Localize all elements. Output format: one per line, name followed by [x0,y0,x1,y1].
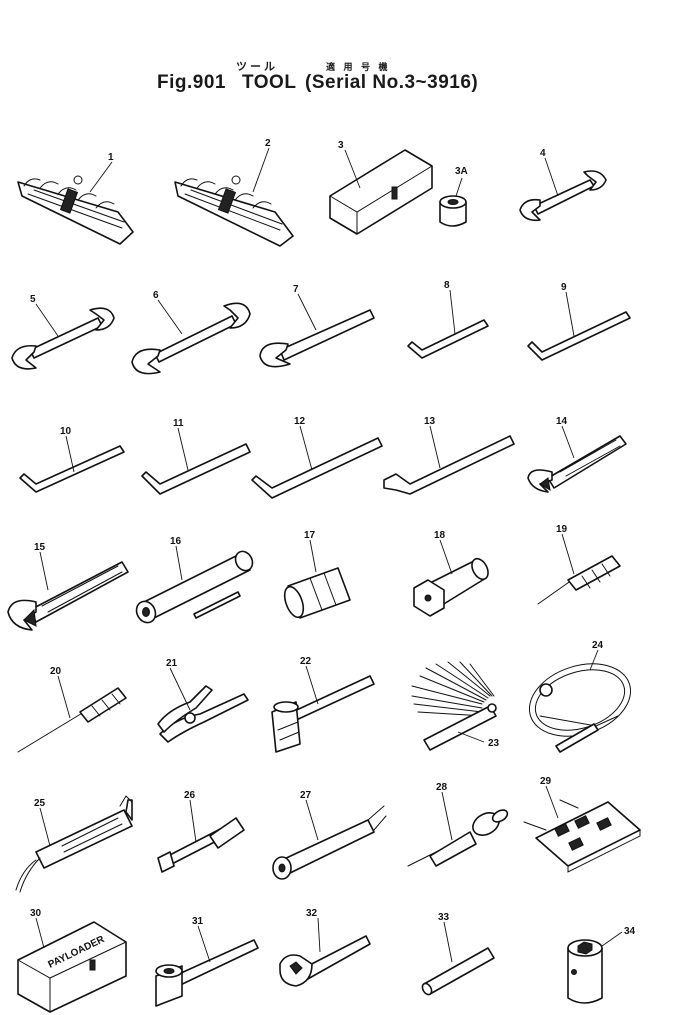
callout-25: 25 [34,798,46,809]
part-11-hex-key: 11 [141,418,251,495]
callout-2: 2 [265,138,271,149]
part-15-adjustable-wrench: 15 [7,542,129,631]
part-14-adjustable-wrench: 14 [527,416,627,493]
part-7-spanner: 7 [259,284,375,368]
part-1-wrench-set: 1 [17,152,134,245]
callout-24: 24 [592,640,604,651]
part-9-hex-key: 9 [527,282,631,361]
callout-27: 27 [300,790,312,801]
part-3-tool-box: 3 [329,140,433,235]
callout-19: 19 [556,524,568,535]
figure-number: Fig.901 [157,72,226,93]
part-30-tool-box: PAYLOADER 30 [17,908,127,1013]
callout-7: 7 [293,284,299,295]
callout-16: 16 [170,536,182,547]
part-16-box-wrench: 16 [135,536,254,624]
callout-34: 34 [624,926,636,937]
callout-21: 21 [166,658,178,669]
callout-20: 20 [50,666,62,677]
part-20-screwdriver: 20 [17,666,127,753]
part-6-wrench: 6 [131,290,251,375]
callout-26: 26 [184,790,196,801]
part-24-measuring-tape: 24 [528,640,632,753]
callout-5: 5 [30,294,36,305]
callout-3: 3 [338,140,344,151]
part-8-hex-key: 8 [407,280,489,359]
callout-28: 28 [436,782,448,793]
callout-13: 13 [424,416,436,427]
serial-range: (Serial No.3~3916) [305,72,479,93]
callout-33: 33 [438,912,450,923]
part-28-socket-driver: 28 [407,782,509,867]
part-27-socket-handle: 27 [272,790,387,880]
callout-4: 4 [540,148,546,159]
callout-10: 10 [60,426,72,437]
part-31-box-wrench: 31 [155,916,259,1007]
japanese-serial-label: 適 用 号 機 [326,62,391,72]
part-33-bar: 33 [421,912,495,996]
part-18-socket: 18 [413,530,489,617]
figure-header: ツール 適 用 号 機 Fig.901 TOOL (Serial No.3~39… [0,0,674,110]
callout-22: 22 [300,656,312,667]
figure-title: TOOL [242,72,297,93]
callout-12: 12 [294,416,306,427]
part-22-hammer: 22 [271,656,375,753]
part-29-tool-pouch: 29 [523,776,641,873]
callout-31: 31 [192,916,204,927]
part-4-wrench: 4 [519,148,607,222]
part-26-extension-bar: 26 [157,790,245,873]
callout-18: 18 [434,530,446,541]
callout-8: 8 [444,280,450,291]
callout-14: 14 [556,416,568,427]
part-21-pliers: 21 [157,658,249,743]
part-2-wrench-set: 2 [174,138,294,247]
callout-29: 29 [540,776,552,787]
part-25-grease-gun: 25 [15,795,133,893]
callout-17: 17 [304,530,316,541]
part-34-socket: 34 [567,926,636,1004]
callout-15: 15 [34,542,46,553]
callout-23: 23 [488,738,500,749]
part-3a-socket: 3A [439,166,468,227]
part-23-feeler-gauge: 23 [411,661,500,751]
callout-9: 9 [561,282,567,293]
callout-6: 6 [153,290,159,301]
part-17-socket: 17 [283,530,351,619]
part-5-wrench: 5 [11,294,115,370]
callout-3a: 3A [455,166,468,177]
part-19-screwdriver: 19 [537,524,621,605]
part-10-hex-key: 10 [19,426,125,493]
part-12-hex-key: 12 [251,416,383,499]
part-32-box-wrench: 32 [279,908,371,987]
callout-32: 32 [306,908,318,919]
callout-1: 1 [108,152,114,163]
japanese-subtitle: ツール [236,61,278,73]
part-13-hex-key: 13 [383,416,515,495]
callout-30: 30 [30,908,42,919]
callout-11: 11 [173,418,184,429]
